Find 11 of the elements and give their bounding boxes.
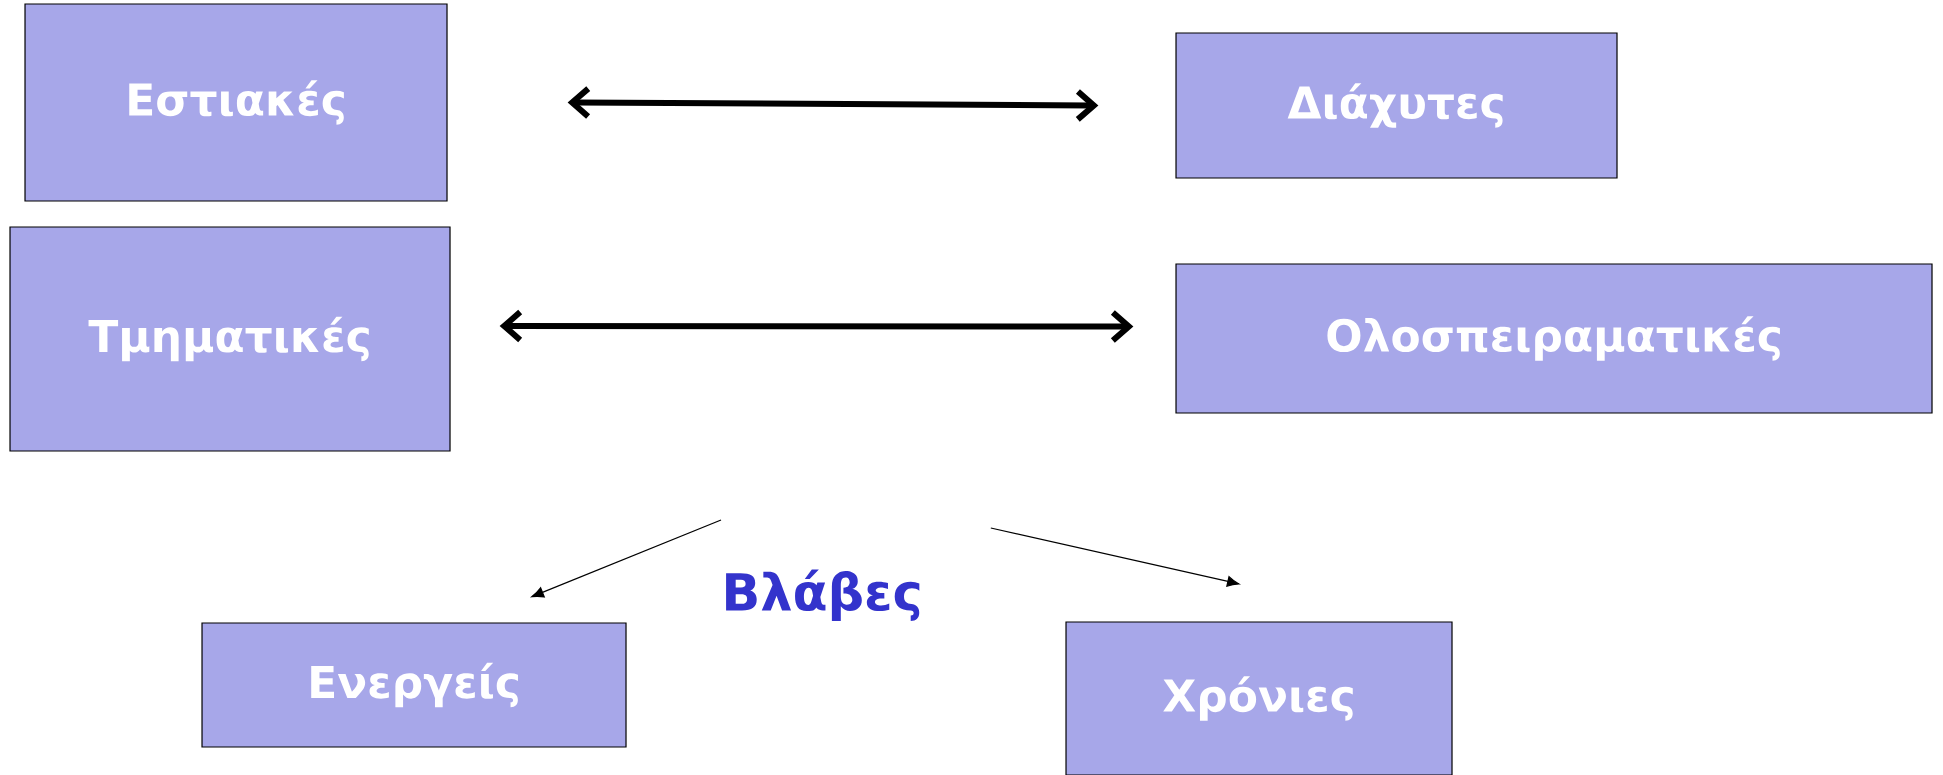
arrow — [531, 519, 722, 598]
arrow — [990, 527, 1240, 587]
label-box: Τμηματικές — [9, 226, 451, 452]
label-box: Χρόνιες — [1065, 621, 1453, 775]
label-box: Διάχυτες — [1175, 32, 1618, 179]
label-box: Ενεργείς — [201, 622, 627, 748]
arrow — [567, 86, 1099, 122]
arrow — [499, 309, 1134, 343]
label-box: Ολοσπειραματικές — [1175, 263, 1933, 414]
label-box: Εστιακές — [24, 3, 448, 202]
heading-text: Βλάβες — [726, 569, 920, 621]
